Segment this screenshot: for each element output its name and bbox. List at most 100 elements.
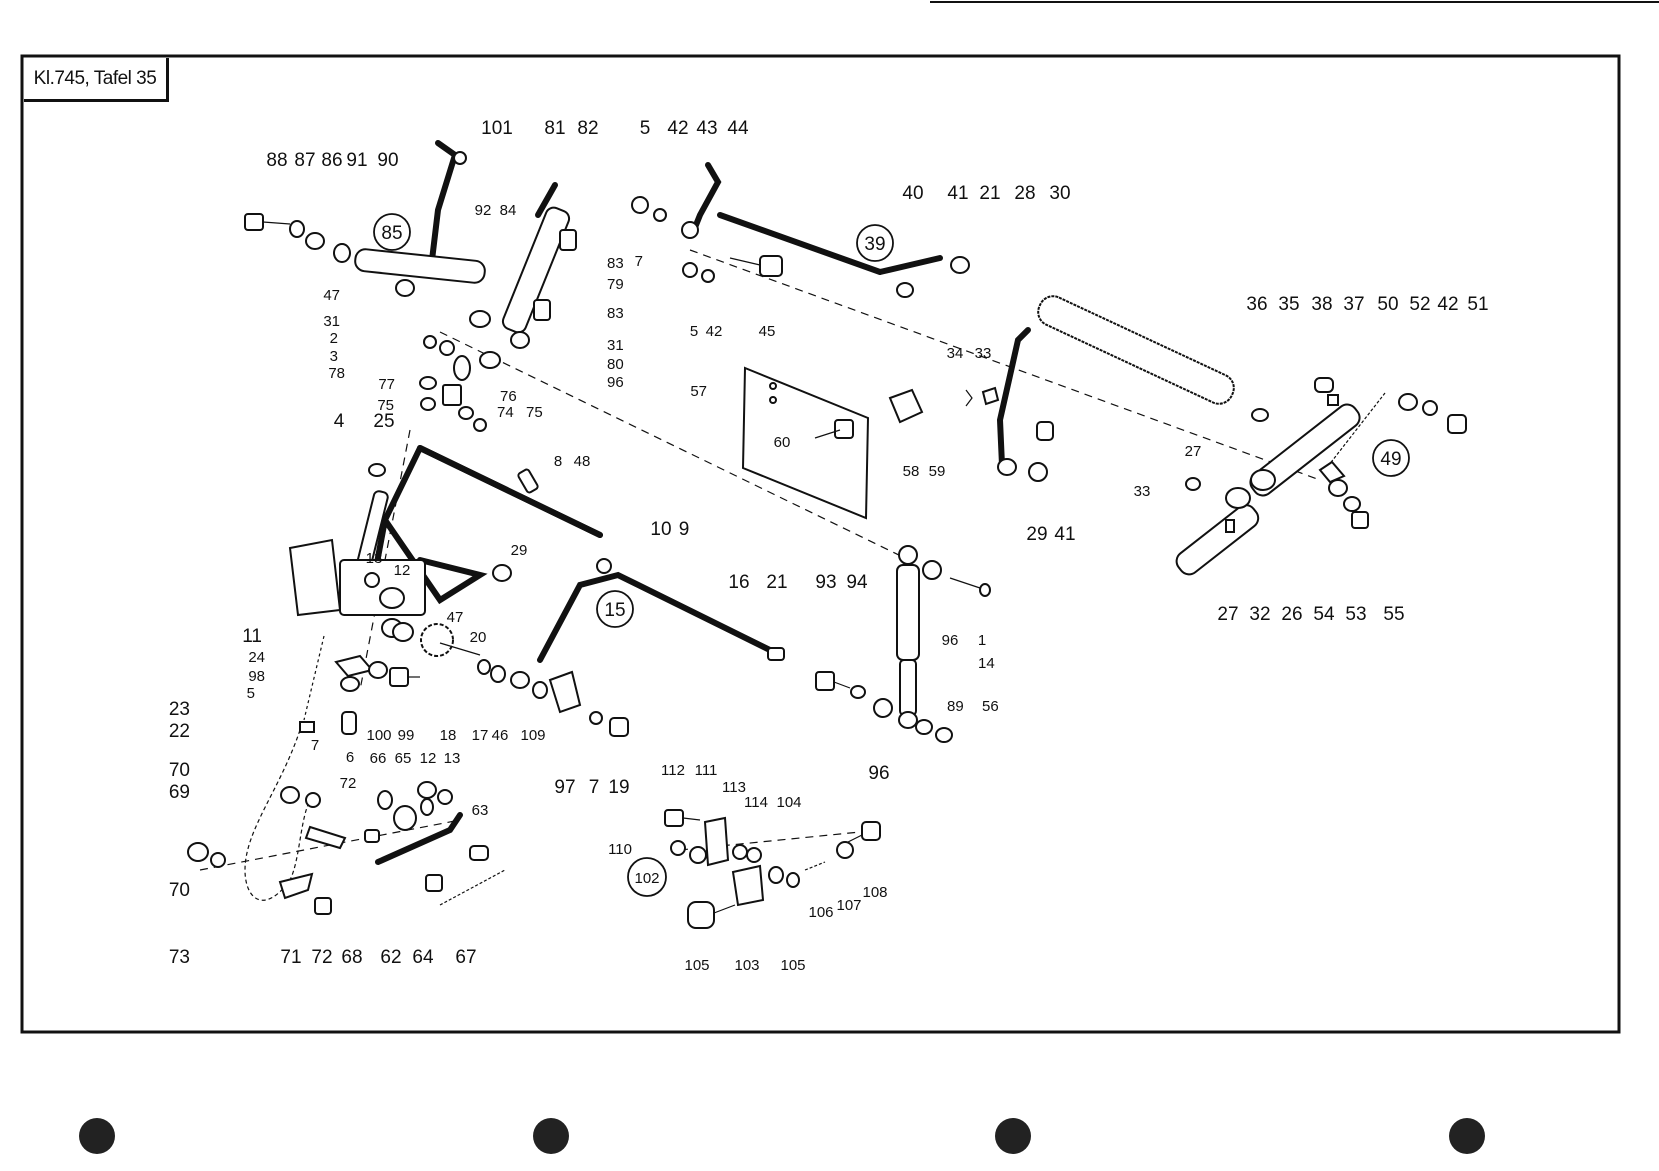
- callout: 79: [607, 276, 624, 293]
- plate-57: [741, 366, 924, 520]
- callout: 89: [947, 698, 964, 715]
- callout: 13: [366, 550, 383, 567]
- callout: 72: [311, 947, 332, 968]
- drawing-frame: [20, 54, 1621, 1034]
- callout: 6: [346, 749, 354, 766]
- callout: 74: [497, 404, 514, 421]
- group-circle-85: 85: [373, 213, 411, 251]
- callout: 72: [340, 775, 357, 792]
- callout: 105: [684, 957, 709, 974]
- callout: 21: [979, 183, 1000, 204]
- callout: 60: [774, 434, 791, 451]
- callout: 68: [341, 947, 362, 968]
- callout: 106: [808, 904, 833, 921]
- callout: 96: [607, 374, 624, 391]
- callout: 96: [942, 632, 959, 649]
- callout: 100: [366, 727, 391, 744]
- lower-linkage: [187, 781, 506, 915]
- callout: 75: [377, 397, 394, 414]
- callout: 42: [667, 118, 688, 139]
- callout: 97: [554, 777, 575, 798]
- callout: 107: [836, 897, 861, 914]
- callout: 80: [607, 356, 624, 373]
- callout: 65: [395, 750, 412, 767]
- callout: 46: [492, 727, 509, 744]
- callout: 64: [412, 947, 434, 968]
- callout: 33: [975, 345, 992, 362]
- lever-90: [354, 140, 486, 284]
- callout: 51: [1467, 294, 1488, 315]
- callout: 2: [330, 330, 338, 347]
- callout: 47: [323, 287, 340, 304]
- callout: 90: [377, 150, 398, 171]
- group-circle-49: 49: [1372, 439, 1410, 477]
- bolt-88-stack: [244, 213, 491, 356]
- top-labels: 88 87 86 91 90 101 81 82 5 42 43 44 40 4…: [266, 118, 1070, 204]
- callout: 48: [574, 453, 591, 470]
- callout: 41: [1054, 524, 1075, 545]
- callout: 77: [378, 376, 395, 393]
- bracket-103: [664, 809, 881, 929]
- callout: 91: [346, 150, 367, 171]
- callout: 88: [266, 150, 287, 171]
- callout: 29: [511, 542, 528, 559]
- left-labels: 47 31 2 3 78 77 75 76 74 75 4 25 8 48 13…: [169, 287, 689, 766]
- callout: 9: [679, 519, 690, 540]
- callout: 23: [169, 699, 190, 720]
- callout: 4: [334, 411, 345, 432]
- callout: 43: [696, 118, 717, 139]
- callout: 29: [1026, 524, 1047, 545]
- callout: 19: [608, 777, 629, 798]
- callout: 101: [481, 118, 513, 139]
- callout: 31: [607, 337, 624, 354]
- callout: 11: [242, 626, 262, 647]
- callout: 12: [420, 750, 437, 767]
- lever-43: [631, 162, 970, 298]
- callout: 5: [690, 323, 698, 340]
- callout: 42: [706, 323, 723, 340]
- callout: 84: [500, 202, 517, 219]
- callout: 31: [323, 313, 340, 330]
- callout: 14: [978, 655, 995, 672]
- plate-title: Kl.745, Tafel 35: [33, 67, 157, 89]
- callout: 34: [947, 345, 964, 362]
- callout: 16: [728, 572, 749, 593]
- cable-50: [1318, 392, 1467, 529]
- middle-labels: 92 84 83 79 83 31 80 96 7 5 42 45 57 60 …: [475, 202, 999, 798]
- callout: 82: [577, 118, 598, 139]
- callout: 47: [447, 609, 464, 626]
- callout: 108: [862, 884, 887, 901]
- callout: 50: [1377, 294, 1398, 315]
- callout: 53: [1345, 604, 1366, 625]
- bracket-98: [334, 654, 420, 735]
- callout: 44: [727, 118, 749, 139]
- callout: 92: [475, 202, 492, 219]
- callout: 3: [330, 348, 338, 365]
- callout: 8: [554, 453, 562, 470]
- callout: 83: [607, 255, 624, 272]
- callout: 5: [640, 118, 651, 139]
- small-parts-76: [419, 376, 487, 432]
- callout: 104: [776, 794, 801, 811]
- punch-holes: [79, 1118, 1485, 1154]
- bottom-labels: 70 69 70 73 72 66 65 12 13 63 71 72 68 6…: [169, 750, 888, 974]
- callout: 30: [1049, 183, 1070, 204]
- handlebar-28: [965, 295, 1235, 482]
- callout: 114: [744, 794, 768, 811]
- group-85-label: 85: [381, 223, 402, 244]
- callout: 26: [1281, 604, 1302, 625]
- group-102-label: 102: [634, 870, 659, 887]
- callout: 38: [1311, 294, 1332, 315]
- callout: 41: [947, 183, 968, 204]
- pedal-assembly: [288, 463, 426, 642]
- callout: 110: [608, 841, 632, 858]
- callout: 55: [1383, 604, 1404, 625]
- callout: 56: [982, 698, 999, 715]
- callout: 27: [1217, 604, 1238, 625]
- group-circle-15: 15: [596, 590, 634, 628]
- callout: 21: [766, 572, 787, 593]
- spring-24-chain-73: [244, 635, 325, 901]
- callout: 99: [398, 727, 415, 744]
- callout: 35: [1278, 294, 1299, 315]
